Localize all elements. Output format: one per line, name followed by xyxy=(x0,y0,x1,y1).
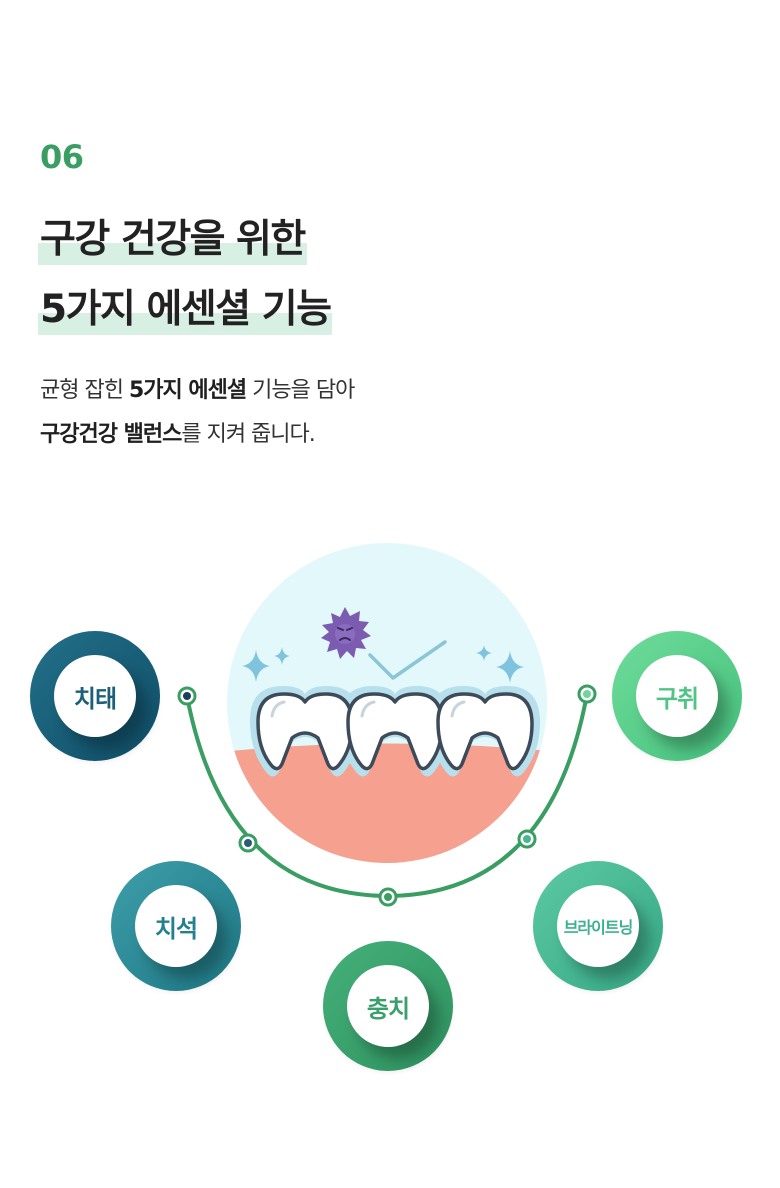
arc-nodes xyxy=(177,684,597,907)
teeth-with-germ-illustration xyxy=(177,543,597,907)
title-line-2: 5가지 에센셜 기능 xyxy=(38,290,333,335)
section-number: 06 xyxy=(40,138,84,176)
tooth-middle xyxy=(346,692,444,771)
tooth-left xyxy=(256,692,354,771)
function-label: 브라이트닝 xyxy=(557,885,639,967)
function-chungchi: 충치 xyxy=(323,941,453,1071)
function-guchwi: 구취 xyxy=(612,631,742,761)
function-brightening: 브라이트닝 xyxy=(533,861,663,991)
function-label: 치석 xyxy=(135,885,217,967)
function-label: 치태 xyxy=(54,655,136,737)
function-label: 충치 xyxy=(347,965,429,1047)
title-line-1: 구강 건강을 위한 xyxy=(38,220,307,265)
sparkle-icon xyxy=(242,645,524,683)
title-highlight xyxy=(38,243,307,265)
germ-icon xyxy=(321,607,371,659)
function-label: 구취 xyxy=(636,655,718,737)
function-chiseok: 치석 xyxy=(111,861,241,991)
description-line-2: 구강건강 밸런스를 지켜 줍니다. xyxy=(40,422,316,447)
title-highlight xyxy=(38,313,333,335)
description-line-1: 균형 잡힌 5가지 에센셜 기능을 담아 xyxy=(40,378,355,403)
function-chitae: 치태 xyxy=(30,631,160,761)
tooth-right xyxy=(436,692,534,771)
